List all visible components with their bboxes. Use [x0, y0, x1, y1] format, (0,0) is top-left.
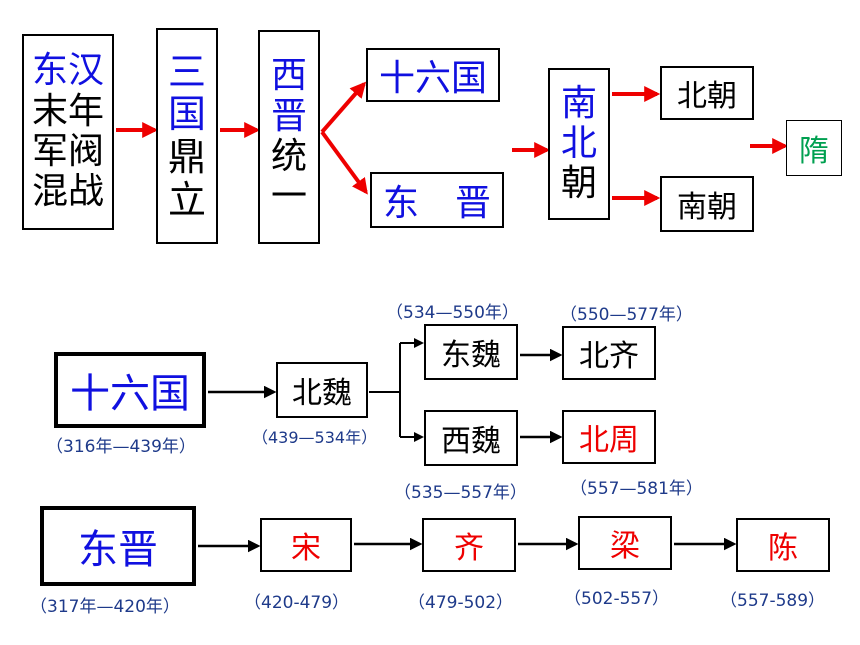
box-shiliuguo: 十六国 — [54, 352, 206, 428]
box-nanbeichao-line2: 北 — [560, 122, 597, 164]
date-qi: （479-502） — [408, 593, 514, 613]
box-beiqi: 北齐 — [562, 326, 656, 380]
box-beizhou: 北周 — [562, 410, 656, 464]
date-beizhou: （557—581年） — [570, 479, 703, 499]
box-donghan: 东汉 末年 军阀 混战 — [22, 34, 114, 230]
box-xijin-line3: 统 — [270, 136, 307, 177]
date-song: （420-479） — [244, 593, 350, 613]
box-chen: 陈 — [736, 518, 830, 572]
box-nanchao: 南朝 — [660, 176, 754, 232]
box-xijin: 西 晋 统 一 — [258, 30, 320, 244]
box-beichao: 北朝 — [660, 66, 754, 120]
date-dongwei: （534—550年） — [386, 303, 519, 323]
date-liang: （502-557） — [564, 589, 670, 609]
box-shiliuguo-top: 十六国 — [366, 48, 500, 102]
box-dongwei: 东魏 — [424, 324, 518, 380]
box-qi: 齐 — [422, 518, 516, 572]
box-beiwei: 北魏 — [276, 362, 368, 418]
box-liang: 梁 — [578, 516, 672, 570]
date-dongjin: （317年—420年） — [30, 597, 180, 617]
box-sanguo-line2: 鼎 — [167, 135, 206, 179]
date-xiwei: （535—557年） — [394, 483, 527, 503]
box-dongjin-top: 东 晋 — [370, 172, 504, 228]
date-beiqi: （550—577年） — [560, 305, 693, 325]
date-shiliuguo: （316年—439年） — [46, 437, 196, 457]
box-donghan-line1: 东汉 — [31, 50, 104, 92]
box-donghan-line2: 末年 — [31, 90, 104, 132]
box-xijin-line2: 晋 — [270, 95, 307, 137]
box-xijin-line1: 西 — [270, 55, 307, 97]
box-sui: 隋 — [786, 120, 842, 176]
box-sanguo-line3: 立 — [167, 177, 206, 222]
box-sanguo-line1: 三国 — [167, 49, 206, 137]
box-donghan-line3: 军阀 — [31, 131, 104, 172]
box-xijin-line4: 一 — [270, 176, 307, 218]
arrow-3b — [320, 130, 368, 195]
box-nanbeichao-line1: 南 — [560, 82, 597, 124]
date-beiwei: （439—534年） — [252, 428, 378, 447]
box-dongjin: 东晋 — [40, 506, 196, 586]
box-nanbeichao-line3: 朝 — [560, 163, 597, 205]
box-nanbeichao: 南 北 朝 — [548, 68, 610, 220]
box-song: 宋 — [260, 518, 352, 572]
box-donghan-line4: 混战 — [31, 171, 104, 213]
date-chen: （557-589） — [720, 591, 826, 611]
arrow-3a — [320, 81, 367, 134]
box-xiwei: 西魏 — [424, 410, 518, 466]
box-sanguo: 三国 鼎 立 — [156, 28, 218, 244]
